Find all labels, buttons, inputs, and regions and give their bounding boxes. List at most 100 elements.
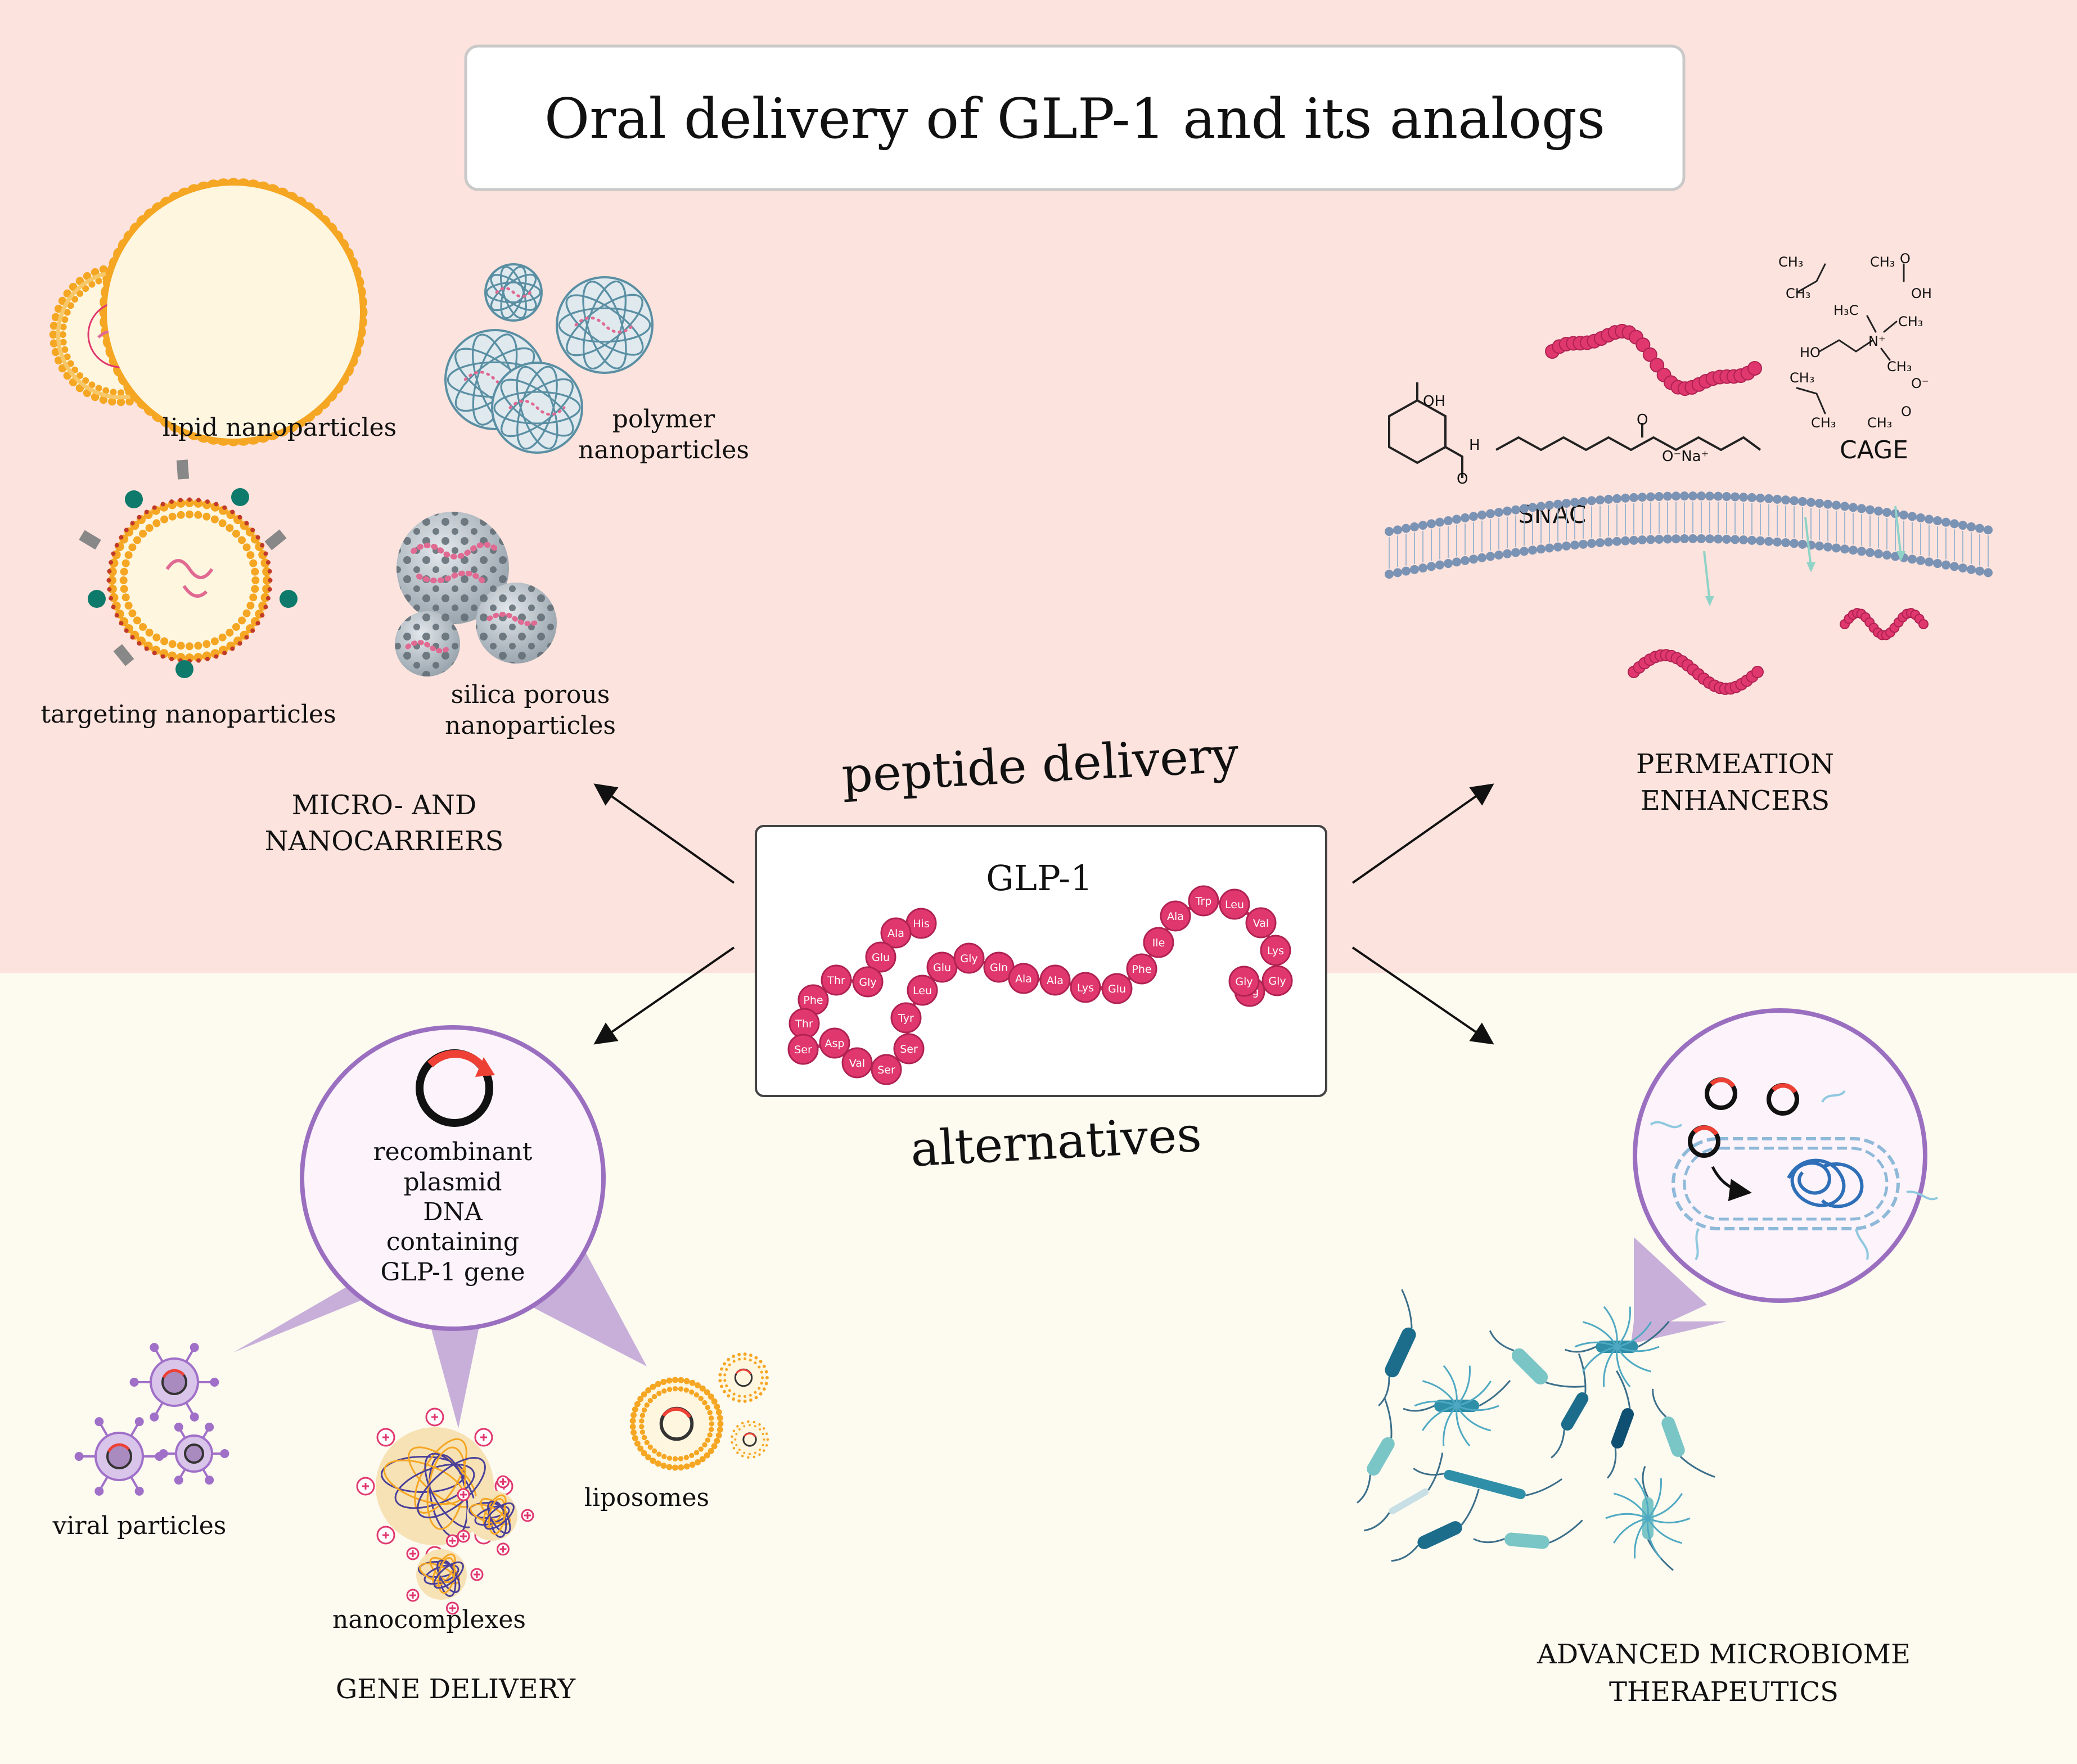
arrow-to-gene [593, 946, 735, 1045]
snac-structure: OH O H O O⁻Na⁺ [1388, 382, 1761, 488]
glp1-box-title: GLP-1 [986, 858, 1092, 899]
snac-o-bottom: O [1457, 471, 1468, 488]
microbiome-heading: ADVANCED MICROBIOME [1537, 1639, 1911, 1670]
microbiome-heading-2: THERAPEUTICS [1609, 1676, 1839, 1708]
title: Oral delivery of GLP-1 and its analogs [544, 87, 1605, 151]
amino-acid-label: Glu [933, 962, 951, 974]
amino-acid-label: Gly [960, 953, 977, 965]
amino-acid-label: His [913, 918, 929, 930]
amino-acid-bead [787, 1034, 819, 1065]
targeting-nanoparticle [79, 459, 298, 678]
svg-text:O: O [1901, 404, 1912, 419]
amino-acid-bead [1126, 953, 1157, 985]
amino-acid-bead [907, 975, 938, 1006]
amino-acid-label: Glu [1108, 983, 1126, 995]
svg-text:CH₃: CH₃ [1778, 254, 1803, 270]
microbiome-callout [1631, 1008, 1938, 1344]
amino-acid-label: Val [1253, 917, 1269, 930]
silica-nanoparticles-label-2: nanoparticles [445, 711, 616, 740]
nanocomplexes-group [356, 1407, 534, 1615]
amino-acid-bead [821, 964, 852, 996]
liposomes-label: liposomes [584, 1483, 709, 1512]
amino-acid-bead [1039, 964, 1071, 996]
svg-text:CH₃: CH₃ [1870, 254, 1895, 270]
plasmid-line-2: plasmid [403, 1168, 502, 1197]
amino-acid-label: Lys [1267, 945, 1284, 957]
gene-callout [233, 1025, 647, 1428]
svg-text:N⁺: N⁺ [1868, 333, 1886, 349]
svg-text:CH₃: CH₃ [1786, 286, 1810, 301]
amino-acid-bead [852, 966, 884, 998]
targeting-nanoparticles-label: targeting nanoparticles [40, 700, 336, 729]
amino-acid-label: Gly [1235, 976, 1252, 988]
cage-label: CAGE [1840, 436, 1908, 464]
nanocarriers-heading-2: NANOCARRIERS [265, 825, 504, 857]
amino-acid-label: Leu [1225, 899, 1244, 911]
amino-acid-bead [953, 942, 985, 974]
amino-acid-label: Phe [1132, 963, 1151, 976]
membrane [1385, 491, 1993, 606]
peptide-chains-permeation [1545, 323, 1929, 695]
amino-acid-bead [1188, 885, 1219, 917]
silica-nanoparticles-group [395, 512, 557, 676]
arrow-to-permeation [1351, 783, 1494, 884]
snac-o-top: O [1637, 412, 1648, 428]
amino-acid-bead [841, 1047, 873, 1079]
polymer-nanoparticles-label-2: nanoparticles [578, 436, 749, 464]
amino-acid-bead [871, 1054, 902, 1085]
plasmid-line-5: GLP-1 gene [381, 1258, 525, 1287]
amino-acid-bead [1261, 965, 1293, 996]
svg-text:CH₃: CH₃ [1811, 415, 1836, 431]
amino-acid-bead [1219, 888, 1250, 920]
arrow-to-microbiome [1351, 946, 1494, 1045]
lipid-nanoparticles-label: lipid nanoparticles [163, 413, 397, 442]
snac-h: H [1469, 437, 1480, 454]
plasmid-text: recombinant plasmid DNA containing GLP-1… [373, 1138, 533, 1287]
polymer-nanoparticles-group [444, 263, 654, 454]
svg-text:CH₃: CH₃ [1790, 370, 1814, 386]
viral-particles-group [74, 1343, 229, 1496]
amino-acid-label: Ala [887, 927, 904, 940]
amino-acid-label: Tyr [898, 1012, 914, 1025]
amino-acid-label: Ala [1015, 973, 1032, 985]
svg-text:O: O [1900, 251, 1911, 267]
amino-acid-bead [1245, 907, 1277, 939]
amino-acid-label: Ala [1167, 910, 1184, 923]
amino-acid-label: Glu [872, 951, 890, 964]
svg-text:O⁻: O⁻ [1911, 376, 1929, 391]
nanocarriers-heading: MICRO- AND [292, 789, 477, 821]
amino-acid-bead [1070, 972, 1101, 1003]
bacteria-group [1357, 1289, 1715, 1571]
amino-acid-label: Thr [827, 975, 845, 987]
amino-acid-bead [1101, 973, 1133, 1004]
polymer-nanoparticles-label: polymer [612, 405, 715, 434]
liposomes-group [629, 1352, 769, 1471]
permeation-heading-2: ENHANCERS [1641, 785, 1830, 816]
gene-delivery-heading: GENE DELIVERY [336, 1673, 576, 1705]
amino-acid-bead [890, 1002, 922, 1034]
amino-acid-label: Lys [1077, 982, 1094, 994]
amino-acid-label: Trp [1195, 895, 1212, 908]
title-box: Oral delivery of GLP-1 and its analogs [464, 44, 1686, 191]
silica-nanoparticles-label: silica porous [451, 680, 610, 709]
amino-acid-label: Ser [900, 1043, 918, 1055]
cage-structure: CH₃ CH₃ CH₃ O OH H₃C CH₃ HO N⁺ CH₃ CH₃ C… [1778, 251, 1932, 431]
permeation-heading: PERMEATION [1636, 748, 1834, 780]
svg-text:H₃C: H₃C [1833, 303, 1858, 318]
svg-text:OH: OH [1911, 286, 1932, 301]
amino-acid-label: Gln [990, 962, 1008, 974]
amino-acid-label: Val [849, 1057, 865, 1070]
svg-text:CH₃: CH₃ [1887, 359, 1912, 375]
snac-oh: OH [1423, 393, 1445, 410]
svg-text:CH₃: CH₃ [1867, 415, 1892, 431]
snac-ona: O⁻Na⁺ [1662, 448, 1709, 465]
amino-acid-bead [865, 941, 896, 973]
svg-text:HO: HO [1800, 345, 1821, 360]
plasmid-line-4: containing [386, 1228, 519, 1256]
amino-acid-label: Ser [877, 1064, 895, 1076]
plasmid-line-1: recombinant [373, 1138, 533, 1166]
amino-acid-bead [1228, 966, 1260, 997]
amino-acid-label: Ala [1047, 975, 1064, 987]
